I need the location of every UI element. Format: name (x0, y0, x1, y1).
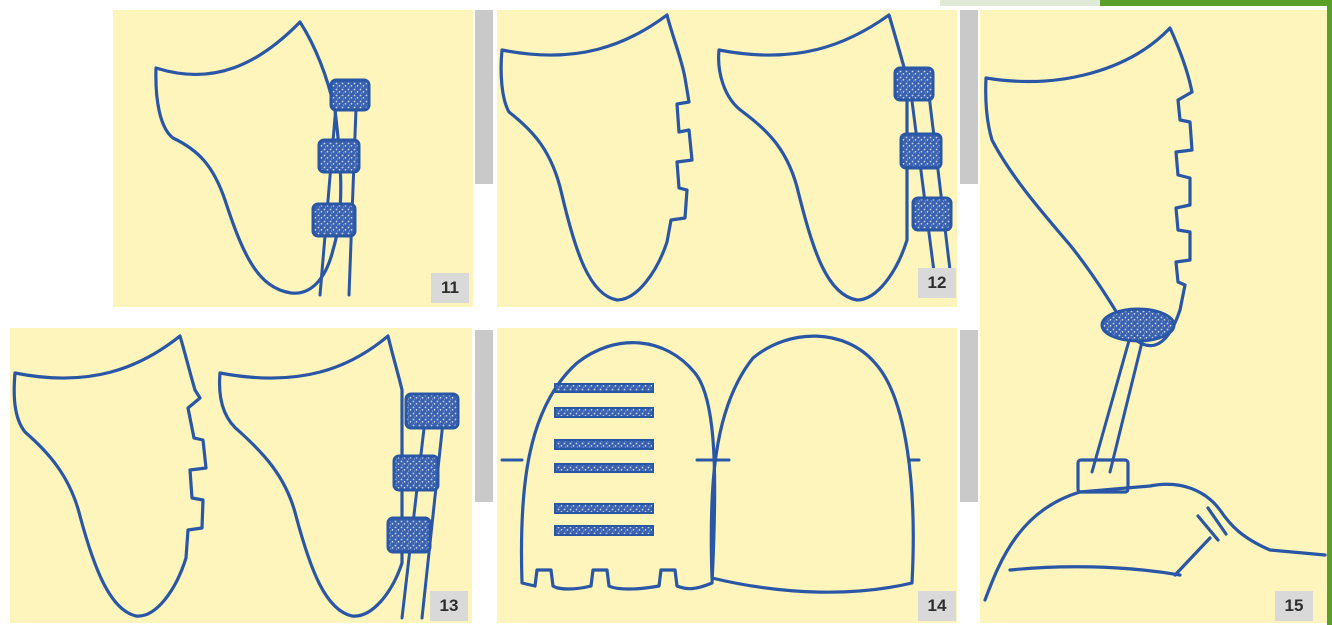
teeth-front-view-illustration (497, 328, 957, 623)
figure-number-label: 14 (918, 591, 956, 621)
figure-panel-11: 11 (113, 10, 473, 307)
figure-panel-12: 12 (497, 10, 957, 307)
top-right-accent-light (940, 0, 1100, 6)
figure-number-label: 11 (431, 273, 469, 303)
top-right-accent-green (1100, 0, 1332, 6)
tooth-finishing-bur-illustration (980, 10, 1327, 623)
right-edge-accent-green (1327, 0, 1332, 625)
tooth-grooved-illustration (497, 10, 957, 307)
divider-strip (960, 10, 978, 184)
figure-panel-15: 15 (980, 10, 1327, 623)
figure-number-label: 13 (430, 591, 468, 621)
figure-panel-13: 13 (10, 328, 472, 623)
divider-strip (960, 330, 978, 502)
figure-number-label: 15 (1275, 591, 1313, 621)
figure-number-label: 12 (918, 268, 956, 298)
tooth-veneer-grooved-illustration (10, 328, 472, 623)
tooth-veneer-illustration (113, 10, 473, 307)
divider-strip (475, 10, 493, 184)
figure-panel-14: 14 (497, 328, 957, 623)
divider-strip (475, 330, 493, 502)
